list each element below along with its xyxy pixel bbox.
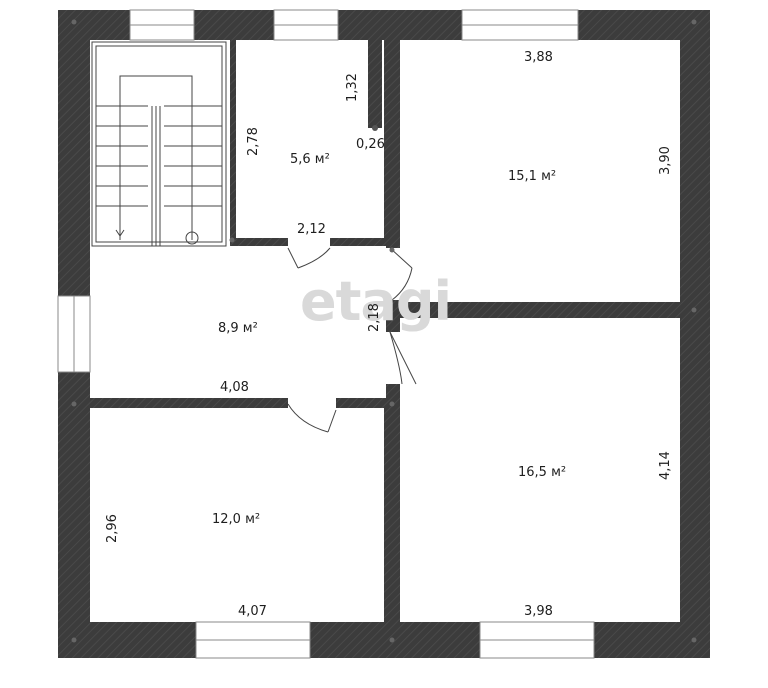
top-right-area-label: 15,1 м²: [508, 169, 556, 184]
bottom-right-height-label: 4,14: [658, 451, 673, 480]
door-opening-bottom-left: [288, 396, 336, 410]
hall-area-label: 8,9 м²: [218, 321, 258, 336]
wall-marker: [372, 125, 378, 131]
bath-width-label: 2,12: [297, 222, 326, 237]
door-swing-bottom-right: [389, 331, 417, 385]
door-swing-bath: [287, 247, 331, 269]
top-right-height-label: 3,90: [658, 146, 673, 175]
bottom-left-height-label: 2,96: [105, 514, 120, 543]
room-bottom-left: [90, 408, 384, 622]
hall-width-label: 4,08: [220, 380, 249, 395]
top-right-width-label: 3,88: [524, 50, 553, 65]
door-opening-top-right: [382, 248, 402, 300]
bottom-right-width-label: 3,98: [524, 604, 553, 619]
bottom-left-area-label: 12,0 м²: [212, 512, 260, 527]
staircase: [91, 41, 227, 247]
door-opening-bath: [288, 236, 330, 248]
wall-markers: [71, 19, 697, 643]
room-bottom-right: [400, 318, 680, 622]
window-top-1: [129, 9, 195, 41]
window-bottom-1: [195, 621, 311, 659]
room-hall: [90, 246, 386, 398]
bottom-left-width-label: 4,07: [238, 604, 267, 619]
window-top-3: [461, 9, 579, 41]
bath-niche-depth-label: 0,26: [356, 137, 385, 152]
room-bath: [236, 40, 384, 238]
room-top-right: [400, 40, 680, 302]
window-left: [57, 295, 91, 373]
window-top-2: [273, 9, 339, 41]
bath-niche-label: 1,32: [345, 73, 360, 102]
door-swing-bottom-left: [287, 403, 337, 433]
window-bottom-2: [479, 621, 595, 659]
bottom-right-area-label: 16,5 м²: [518, 465, 566, 480]
bath-area-label: 5,6 м²: [290, 152, 330, 167]
niche-wall: [368, 40, 382, 128]
bath-height-label: 2,78: [246, 127, 261, 156]
watermark: etagi: [300, 270, 451, 333]
hall-height-label: 2,18: [367, 303, 382, 332]
